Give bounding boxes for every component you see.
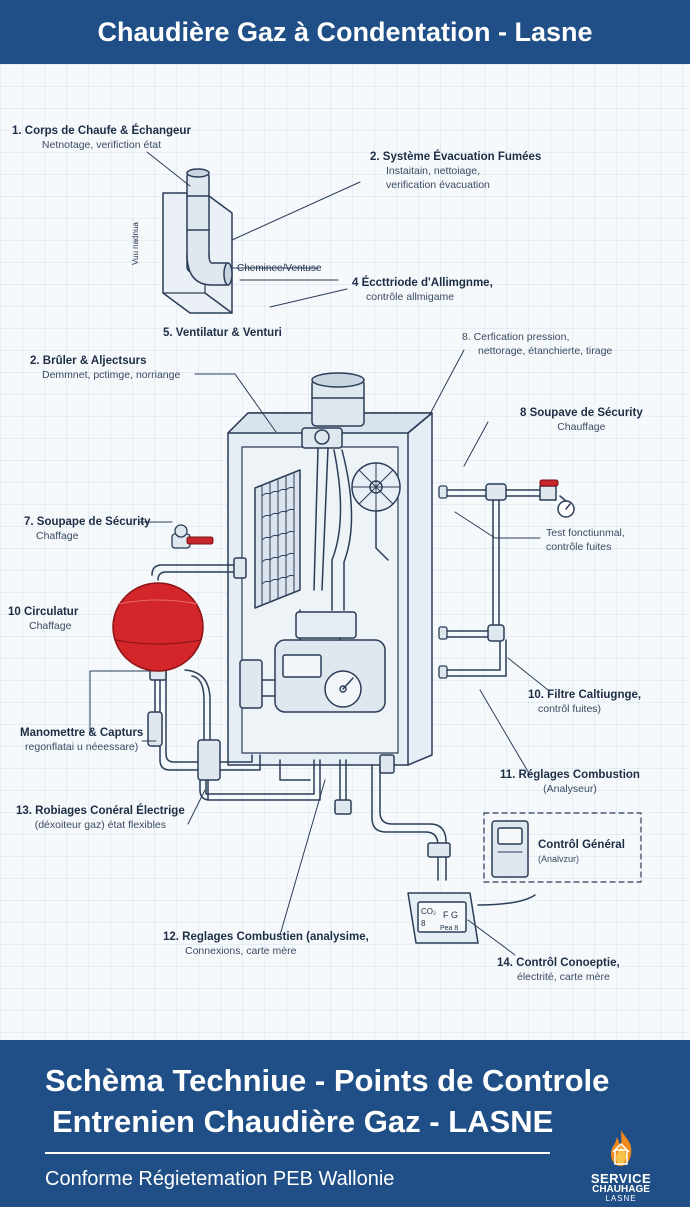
label-ignition-electrode: 4 Éccttriode d'Allimgnme, contrôle allmi… bbox=[352, 277, 493, 303]
logo-line2: CHAUHAGE bbox=[592, 1184, 650, 1195]
expansion-vessel-shape bbox=[112, 582, 204, 672]
label-circulator: 10 Circulatur Chaffage bbox=[8, 606, 79, 632]
footer-title-line2: Entrenien Chaudière Gaz - LASNE bbox=[52, 1104, 554, 1139]
footer-banner: Schèma Techniue - Points de Controle Ent… bbox=[0, 1040, 690, 1207]
label-general-control: Contrôl Général (Analvzur) bbox=[538, 839, 625, 864]
footer-divider bbox=[45, 1152, 550, 1154]
label-vertical: Vuu nadnua bbox=[131, 222, 140, 265]
label-safety-valve-right: 8 Soupave de Sécurity Chauffage bbox=[520, 407, 643, 433]
diagram-canvas bbox=[0, 64, 690, 1040]
label-combustion-11: 11. Réglages Combustion (Analyseur) bbox=[500, 769, 640, 795]
page-title: Chaudière Gaz à Condentation - Lasne bbox=[97, 16, 593, 47]
label-manometer: Manomettre & Capturs regonflatai u néees… bbox=[20, 727, 144, 753]
label-gas-connections: 13. Robiages Conéral Électrige (déxoiteu… bbox=[16, 805, 185, 831]
footer-title-line1: Schèma Techniue - Points de Controle bbox=[45, 1063, 610, 1098]
flue-inset bbox=[162, 168, 233, 314]
control-unit bbox=[239, 609, 386, 713]
analyzer-bottom-text: Pea 8 bbox=[440, 925, 458, 932]
label-burner: 2. Brûler & Aljectsurs Demmnet, pctimge,… bbox=[30, 355, 181, 381]
safety-valve-shape bbox=[171, 524, 214, 549]
analyzer-mid-text: F G bbox=[443, 910, 458, 920]
label-filter: 10. Filtre Caltiugnge, contrôl fuites) bbox=[528, 689, 642, 715]
label-pressure-check: 8. Cerfication pression, nettorage, étan… bbox=[462, 331, 613, 357]
flame-icon bbox=[611, 1130, 632, 1166]
heat-exchanger bbox=[254, 469, 301, 609]
label-chimney: Cheminee/Ventuse bbox=[237, 263, 322, 274]
footer-subtitle: Conforme Régietemation PEB Wallonie bbox=[45, 1168, 395, 1190]
boiler-diagram: CO₂ 8 F G Pea 8 bbox=[89, 151, 642, 956]
analyzer-b-text: 8 bbox=[421, 919, 426, 928]
logo-line1: SERVICE bbox=[590, 1171, 652, 1186]
label-combustion-12: 12. Reglages Combustien (analysime, Conn… bbox=[163, 931, 369, 957]
label-flue-system: 2. Système Évacuation Fumées Instaitain,… bbox=[370, 151, 542, 191]
header-bar: Chaudière Gaz à Condentation - Lasne bbox=[0, 0, 690, 64]
label-safety-valve-left: 7. Soupape de Sécurity Chaffage bbox=[24, 516, 151, 542]
label-fan-venturi: 5. Ventilatur & Venturi bbox=[163, 327, 282, 339]
label-control-14: 14. Contrôl Conoeptie, électrité, carte … bbox=[497, 957, 620, 983]
analyzer-co2-text: CO₂ bbox=[421, 907, 436, 916]
label-heat-exchanger: 1. Corps de Chaufe & Échangeur Netnotage… bbox=[12, 125, 191, 151]
service-logo: SERVICE CHAUHAGE LASNE bbox=[583, 1128, 659, 1204]
flue-gas-analyzer bbox=[407, 892, 536, 944]
label-functional-test: Test fonctiunmal, contrôle fuites bbox=[546, 527, 625, 553]
logo-line3: LASNE bbox=[605, 1194, 637, 1203]
